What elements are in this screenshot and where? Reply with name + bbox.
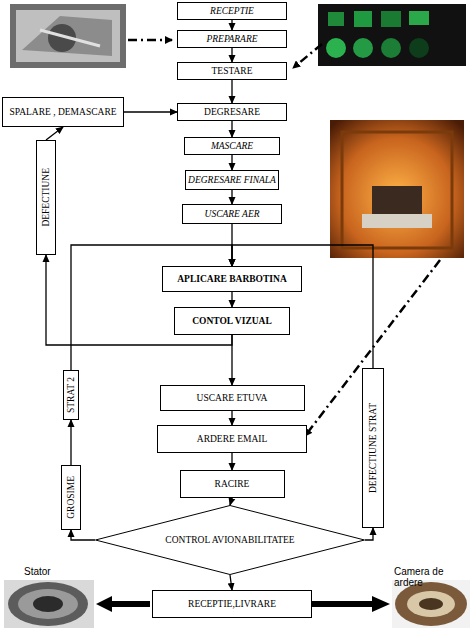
flow-arrow	[124, 111, 177, 112]
machine-photo	[10, 4, 126, 68]
node-text: TESTARE	[212, 66, 253, 77]
flow-arrow	[231, 190, 232, 204]
process-box: USCARE ETUVA	[160, 385, 305, 411]
flow-arrow	[231, 411, 232, 425]
flow-arrow	[231, 20, 232, 30]
flow-arrow	[231, 453, 232, 470]
process-box: RECEPTIE,LIVRARE	[152, 590, 312, 618]
node-text: DEGRESARE	[204, 107, 260, 118]
flow-arrow	[71, 530, 95, 540]
flow-arrow	[70, 420, 71, 465]
node-text: MASCARE	[211, 141, 253, 152]
photo-caption: Stator	[24, 566, 51, 577]
flow-arrow	[231, 121, 232, 137]
node-text: CONTOL VIZUAL	[192, 316, 272, 327]
node-text: RECEPTIE,LIVRARE	[188, 599, 276, 610]
flow-arrow	[231, 224, 232, 266]
flow-arrow	[365, 528, 373, 540]
process-box: DEGRESARE	[177, 103, 287, 121]
flow-arrow	[231, 335, 232, 385]
process-box: CONTOL VIZUAL	[174, 307, 290, 335]
flow-arrow	[231, 292, 232, 307]
node-text: RECEPTIE	[210, 6, 254, 17]
node-text: DEFECTIUNE	[41, 168, 52, 227]
node-text: RACIRE	[215, 479, 250, 490]
node-text: DEGRESARE FINALA	[188, 175, 276, 186]
vertical-process-box: GROSIME	[61, 465, 81, 530]
process-box: SPALARE , DEMASCARE	[2, 97, 124, 127]
process-box: RACIRE	[180, 470, 285, 498]
stator-photo	[4, 580, 94, 628]
furnace-photo	[330, 120, 464, 258]
process-box: USCARE AER	[182, 204, 282, 224]
flow-arrow	[231, 48, 232, 62]
node-text: USCARE ETUVA	[197, 393, 268, 404]
sample-panel-photo	[318, 4, 466, 66]
flow-arrow	[231, 80, 232, 103]
process-box: DEGRESARE FINALA	[185, 170, 279, 190]
node-text: DEFECTIUNE STRAT	[368, 403, 379, 493]
decision-diamond: CONTROL AVIONABILITATEE	[95, 505, 365, 575]
node-text: SPALARE , DEMASCARE	[9, 107, 116, 118]
dash-dot-arrows	[128, 40, 440, 436]
node-text: PREPARARE	[206, 34, 257, 45]
process-box: TESTARE	[177, 62, 287, 80]
photo-caption: Camera de ardere	[394, 566, 472, 588]
flow-arrow	[230, 498, 232, 505]
process-box: MASCARE	[184, 137, 280, 155]
process-box: ARDERE EMAIL	[157, 425, 307, 453]
node-text: ARDERE EMAIL	[197, 434, 267, 445]
process-box: RECEPTIE	[177, 2, 287, 20]
node-text: APLICARE BARBOTINA	[177, 274, 287, 285]
vertical-process-box: DEFECTIUNE STRAT	[362, 368, 384, 528]
vertical-process-box: STRAT 2	[63, 370, 79, 420]
flow-arrow	[231, 155, 232, 170]
vertical-process-box: DEFECTIUNE	[36, 140, 56, 255]
process-box: PREPARARE	[177, 30, 287, 48]
flow-arrow	[230, 575, 232, 590]
node-text: STRAT 2	[66, 377, 77, 413]
node-text: GROSIME	[66, 476, 77, 519]
node-text: USCARE AER	[205, 209, 260, 220]
flow-arrow	[46, 127, 63, 140]
process-box: APLICARE BARBOTINA	[162, 266, 302, 292]
diamond-shape	[96, 506, 365, 575]
node-text: CONTROL AVIONABILITATEE	[165, 535, 294, 546]
